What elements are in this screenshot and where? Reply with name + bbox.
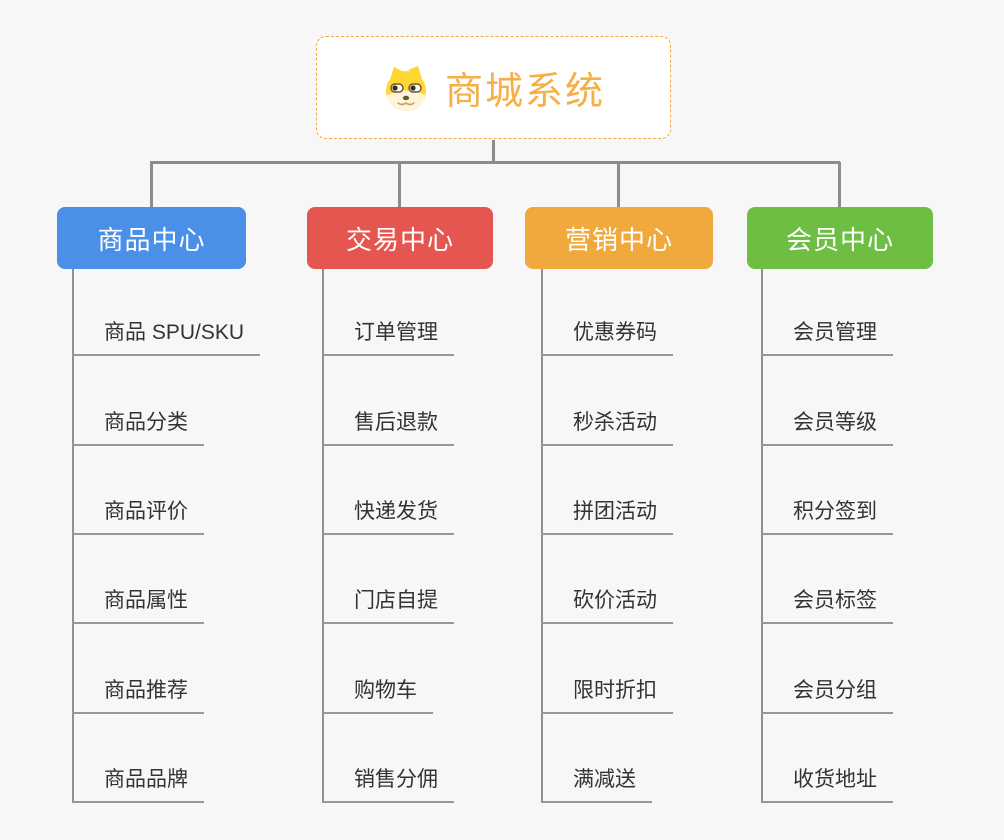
leaf-node[interactable]: 会员分组 [761,679,893,714]
connector-drop-marketing [617,162,620,207]
leaf-node[interactable]: 会员等级 [761,411,893,446]
connector-root-stub [492,140,495,163]
connector-drop-member [838,162,841,207]
leaf-node[interactable]: 售后退款 [322,411,454,446]
leaf-node[interactable]: 满减送 [541,768,652,803]
doge-icon [385,65,426,111]
leaf-node[interactable]: 秒杀活动 [541,411,673,446]
leaf-node[interactable]: 优惠券码 [541,321,673,356]
leaf-node[interactable]: 砍价活动 [541,589,673,624]
leaf-node[interactable]: 收货地址 [761,768,893,803]
leaf-node[interactable]: 商品 SPU/SKU [72,321,261,356]
branch-node-trade-center[interactable]: 交易中心 [307,207,493,269]
connector-drop-trade [398,162,401,207]
branch-node-member-center[interactable]: 会员中心 [747,207,933,269]
root-label: 商城系统 [444,71,605,113]
leaf-node[interactable]: 拼团活动 [541,500,673,535]
trunk-product-center [72,269,74,802]
branch-node-product-center[interactable]: 商品中心 [57,207,246,269]
leaf-node[interactable]: 快递发货 [322,500,454,535]
root-node[interactable]: 商城系统 [316,36,671,139]
leaf-node[interactable]: 会员标签 [761,589,893,624]
leaf-node[interactable]: 商品推荐 [72,679,204,714]
leaf-node[interactable]: 购物车 [322,679,433,714]
trunk-marketing-center [541,269,543,802]
leaf-node[interactable]: 商品属性 [72,589,204,624]
leaf-node[interactable]: 积分签到 [761,500,893,535]
connector-bus [150,161,840,164]
trunk-member-center [761,269,763,802]
leaf-node[interactable]: 商品评价 [72,500,204,535]
leaf-node[interactable]: 限时折扣 [541,679,673,714]
leaf-node[interactable]: 会员管理 [761,321,893,356]
connector-drop-product [150,162,153,207]
trunk-trade-center [322,269,324,802]
leaf-node[interactable]: 订单管理 [322,321,454,356]
leaf-node[interactable]: 商品分类 [72,411,204,446]
branch-node-marketing-center[interactable]: 营销中心 [525,207,713,269]
leaf-node[interactable]: 门店自提 [322,589,454,624]
leaf-node[interactable]: 销售分佣 [322,768,454,803]
leaf-node[interactable]: 商品品牌 [72,768,204,803]
